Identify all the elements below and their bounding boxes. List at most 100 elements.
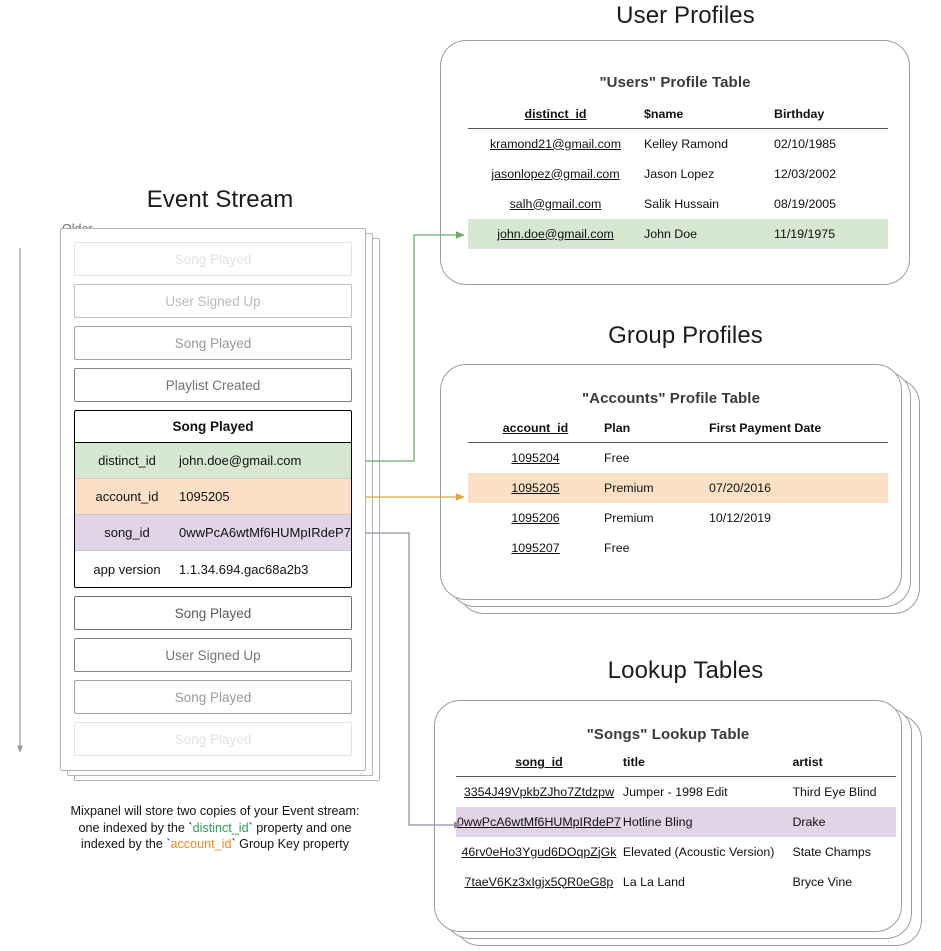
cell-song-id: 0wwPcA6wtMf6HUMpIRdeP7 bbox=[456, 806, 622, 837]
cell-account-id: 1095205 bbox=[468, 472, 603, 503]
cell-distinct-id: salh@gmail.com bbox=[509, 196, 602, 211]
event-property-account-id: account_id 1095205 bbox=[75, 479, 351, 515]
cell-artist: Bryce Vine bbox=[792, 874, 853, 889]
cell-plan: Premium bbox=[604, 510, 654, 525]
column-header-plan: Plan bbox=[603, 420, 708, 443]
caption-account-id-keyword: account_id bbox=[170, 837, 232, 851]
table-row[interactable]: salh@gmail.com Salik Hussain 08/19/2005 bbox=[468, 189, 888, 219]
cell-name: Jason Lopez bbox=[644, 166, 715, 181]
cell-song-id: 3354J49VpkbZJho7Ztdzpw bbox=[463, 784, 615, 799]
caption-line-2-prefix: one indexed by the ` bbox=[78, 820, 193, 835]
table-row[interactable]: kramond21@gmail.com Kelley Ramond 02/10/… bbox=[468, 129, 888, 159]
cell-title: Elevated (Acoustic Version) bbox=[622, 844, 775, 859]
event-item[interactable]: Song Played bbox=[74, 596, 352, 630]
column-header-name: $name bbox=[643, 106, 773, 129]
event-stream-list: Song Played User Signed Up Song Played P… bbox=[60, 228, 366, 771]
property-key: account_id bbox=[95, 489, 159, 504]
cell-birthday: 11/19/1975 bbox=[773, 218, 888, 249]
cell-account-id: 1095207 bbox=[511, 540, 560, 555]
cell-first-payment-date: 07/20/2016 bbox=[708, 472, 888, 503]
property-key: song_id bbox=[104, 525, 150, 540]
event-item[interactable]: User Signed Up bbox=[74, 638, 352, 672]
event-stream-panel: Older Newer Song Played User Signed Up S… bbox=[60, 222, 380, 781]
group-profiles-card: "Accounts" Profile Table account_id Plan… bbox=[440, 364, 920, 614]
selected-event-name: Song Played bbox=[75, 411, 351, 443]
table-row[interactable]: 3354J49VpkbZJho7Ztdzpw Jumper - 1998 Edi… bbox=[456, 777, 896, 807]
caption-line-2-suffix: ` property and one bbox=[248, 820, 352, 835]
cell-plan: Free bbox=[604, 540, 630, 555]
property-value: john.doe@gmail.com bbox=[179, 453, 302, 468]
songs-table: song_id title artist 3354J49VpkbZJho7Ztd… bbox=[456, 754, 896, 897]
event-item[interactable]: User Signed Up bbox=[74, 284, 352, 318]
column-header-song-id: song_id bbox=[456, 754, 622, 777]
cell-name: Kelley Ramond bbox=[644, 136, 729, 151]
column-header-birthday: Birthday bbox=[773, 106, 888, 129]
accounts-table: account_id Plan First Payment Date 10952… bbox=[468, 420, 888, 563]
user-profiles-title: User Profiles bbox=[616, 2, 755, 29]
column-header-artist: artist bbox=[791, 754, 896, 777]
cell-name: Salik Hussain bbox=[644, 196, 720, 211]
cell-title: La La Land bbox=[622, 874, 685, 889]
caption-distinct-id-keyword: distinct_id bbox=[192, 820, 249, 835]
accounts-table-title: "Accounts" Profile Table bbox=[581, 390, 761, 407]
cell-birthday: 02/10/1985 bbox=[774, 136, 837, 151]
diagram-caption: Mixpanel will store two copies of your E… bbox=[30, 803, 400, 853]
selected-event-card[interactable]: Song Played distinct_id john.doe@gmail.c… bbox=[74, 410, 352, 588]
event-property-distinct-id: distinct_id john.doe@gmail.com bbox=[75, 443, 351, 479]
table-row-highlighted[interactable]: 1095205 Premium 07/20/2016 bbox=[468, 472, 888, 503]
event-property-song-id: song_id 0wwPcA6wtMf6HUMpIRdeP7 bbox=[75, 515, 351, 551]
cell-title: Jumper - 1998 Edit bbox=[622, 784, 728, 799]
cell-plan: Free bbox=[604, 450, 630, 465]
cell-first-payment-date bbox=[708, 533, 888, 563]
cell-account-id: 1095206 bbox=[511, 510, 560, 525]
event-stream-title: Event Stream bbox=[146, 186, 294, 213]
cell-distinct-id: john.doe@gmail.com bbox=[468, 218, 643, 249]
column-header-title: title bbox=[621, 754, 792, 777]
column-header-account-id: account_id bbox=[468, 420, 603, 443]
caption-line-3-prefix: indexed by the ` bbox=[80, 837, 171, 851]
cell-birthday: 08/19/2005 bbox=[774, 196, 837, 211]
property-value: 1095205 bbox=[179, 489, 230, 504]
table-row[interactable]: 46rv0eHo3Ygud6DOqpZjGk Elevated (Acousti… bbox=[456, 837, 896, 867]
cell-name: John Doe bbox=[643, 218, 773, 249]
event-item[interactable]: Song Played bbox=[74, 680, 352, 714]
cell-artist: Drake bbox=[791, 806, 896, 837]
cell-artist: State Champs bbox=[792, 844, 871, 859]
column-header-first-payment-date: First Payment Date bbox=[708, 420, 888, 443]
table-row[interactable]: jasonlopez@gmail.com Jason Lopez 12/03/2… bbox=[468, 159, 888, 189]
table-row[interactable]: 1095207 Free bbox=[468, 533, 888, 563]
cell-plan: Premium bbox=[603, 472, 708, 503]
cell-distinct-id: jasonlopez@gmail.com bbox=[491, 166, 620, 181]
event-item[interactable]: Song Played bbox=[74, 242, 352, 276]
table-row-highlighted[interactable]: john.doe@gmail.com John Doe 11/19/1975 bbox=[468, 218, 888, 249]
property-value: 0wwPcA6wtMf6HUMpIRdeP7 bbox=[179, 525, 351, 540]
property-key: app version bbox=[93, 561, 161, 577]
users-table-title: "Users" Profile Table bbox=[599, 74, 751, 91]
table-row[interactable]: 1095206 Premium 10/12/2019 bbox=[468, 503, 888, 533]
cell-first-payment-date bbox=[708, 443, 888, 473]
event-property-app-version: app version 1.1.34.694.gac68a2b3 bbox=[75, 551, 351, 587]
event-item[interactable]: Song Played bbox=[74, 326, 352, 360]
event-item[interactable]: Song Played bbox=[74, 722, 352, 756]
lookup-tables-card: "Songs" Lookup Table song_id title artis… bbox=[434, 700, 924, 948]
table-header-row: song_id title artist bbox=[456, 754, 896, 777]
songs-table-title: "Songs" Lookup Table bbox=[586, 726, 750, 743]
table-row[interactable]: 1095204 Free bbox=[468, 443, 888, 473]
cell-first-payment-date: 10/12/2019 bbox=[709, 510, 772, 525]
table-header-row: account_id Plan First Payment Date bbox=[468, 420, 888, 443]
caption-line-1: Mixpanel will store two copies of your E… bbox=[70, 804, 360, 818]
table-row[interactable]: 7taeV6Kz3xIgjx5QR0eG8p La La Land Bryce … bbox=[456, 867, 896, 897]
table-row-highlighted[interactable]: 0wwPcA6wtMf6HUMpIRdeP7 Hotline Bling Dra… bbox=[456, 806, 896, 837]
users-table: distinct_id $name Birthday kramond21@gma… bbox=[468, 106, 888, 249]
table-header-row: distinct_id $name Birthday bbox=[468, 106, 888, 129]
group-profiles-title: Group Profiles bbox=[608, 322, 763, 349]
event-item[interactable]: Playlist Created bbox=[74, 368, 352, 402]
property-key: distinct_id bbox=[98, 453, 156, 468]
cell-song-id: 46rv0eHo3Ygud6DOqpZjGk bbox=[461, 844, 617, 859]
cell-account-id: 1095204 bbox=[511, 450, 560, 465]
column-header-distinct-id: distinct_id bbox=[468, 106, 643, 129]
cell-distinct-id: kramond21@gmail.com bbox=[489, 136, 622, 151]
property-value: 1.1.34.694.gac68a2b3 bbox=[179, 561, 309, 577]
cell-song-id: 7taeV6Kz3xIgjx5QR0eG8p bbox=[464, 874, 614, 889]
